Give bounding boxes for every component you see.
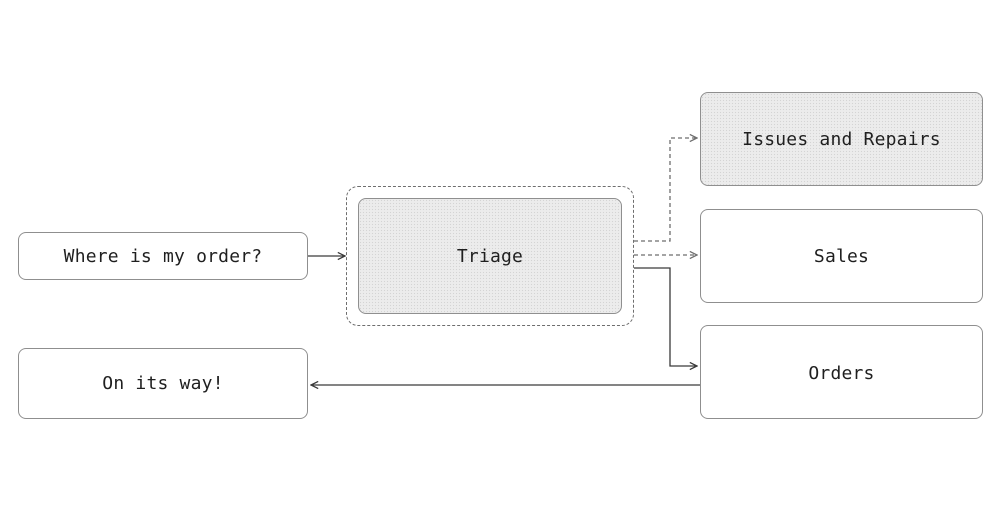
edge-triage-to-issues [634, 138, 697, 242]
triage-selection-frame [346, 186, 634, 326]
node-answer-label: On its way! [102, 373, 224, 394]
node-issues-and-repairs-label: Issues and Repairs [742, 128, 941, 150]
node-orders[interactable]: Orders [700, 325, 983, 419]
edge-triage-to-orders [634, 267, 697, 366]
node-question[interactable]: Where is my order? [18, 232, 308, 280]
node-answer[interactable]: On its way! [18, 348, 308, 419]
node-question-label: Where is my order? [63, 245, 263, 267]
node-triage[interactable]: Triage [358, 198, 622, 314]
node-issues-and-repairs[interactable]: Issues and Repairs [700, 92, 983, 186]
node-orders-label: Orders [808, 363, 875, 384]
node-triage-label: Triage [456, 245, 524, 267]
node-sales-label: Sales [813, 245, 870, 267]
node-sales[interactable]: Sales [700, 209, 983, 303]
